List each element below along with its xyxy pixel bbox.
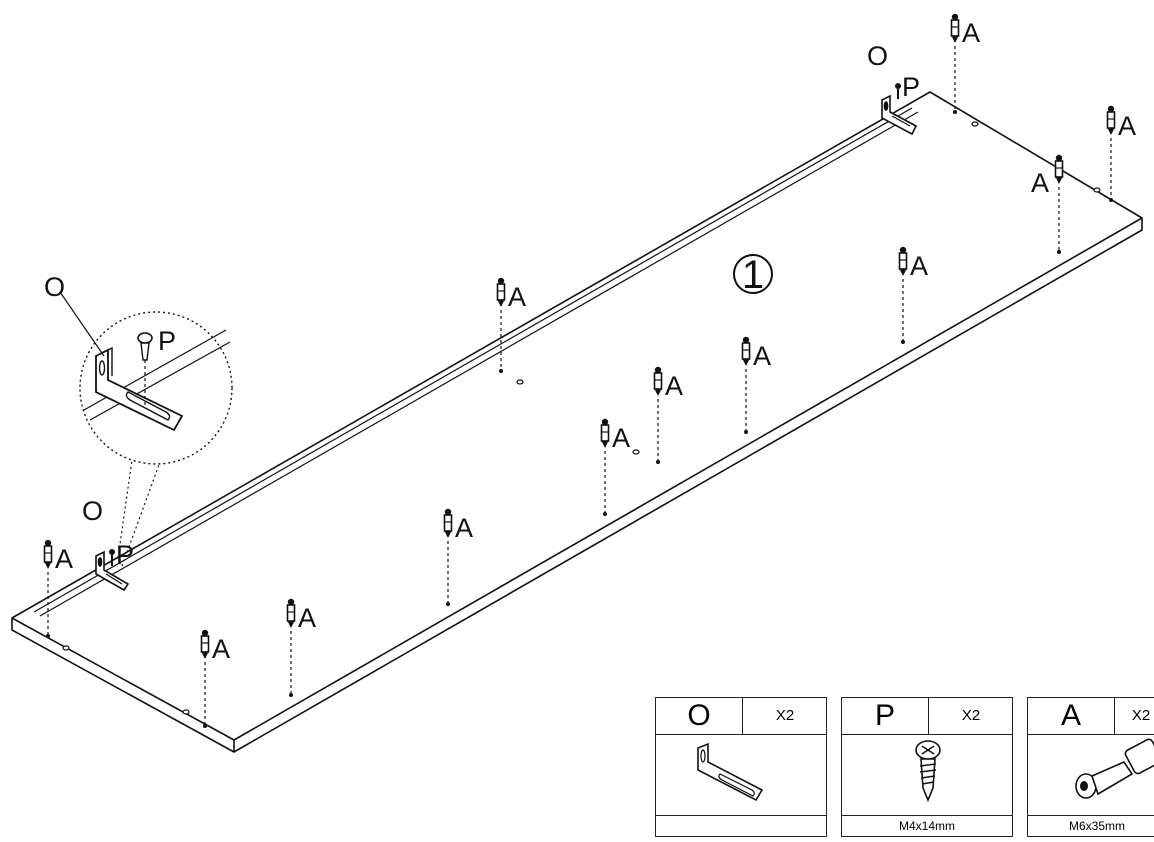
part-box-cam-bolt: A X2 M6x35mm — [1027, 697, 1154, 837]
cam-bolt-markers — [43, 13, 1116, 728]
part-box-bracket: O X2 — [655, 697, 827, 837]
panel — [11, 91, 1143, 753]
cam-bolt-1 — [43, 538, 53, 638]
cam-bolt-label: A — [508, 282, 526, 312]
cam-bolt-3 — [286, 597, 296, 697]
cam-bolt-7 — [653, 365, 663, 464]
part-size — [656, 815, 826, 836]
step-number: 1 — [733, 253, 773, 297]
cam-bolt-10 — [950, 13, 960, 114]
cam-bolt-label: A — [298, 603, 316, 633]
cam-bolt-label: A — [962, 18, 980, 48]
cam-bolt-label: A — [910, 251, 928, 281]
part-letter: A — [1028, 698, 1115, 734]
cam-bolt-label: A — [612, 423, 630, 453]
bracket-label: O — [82, 496, 103, 526]
cam-bolt-label: A — [665, 371, 683, 401]
cam-bolt-8 — [741, 335, 751, 434]
screw-marker — [109, 83, 901, 566]
part-size: M4x14mm — [842, 815, 1012, 836]
bracket-icon — [697, 742, 764, 802]
bracket-label: O — [867, 41, 888, 71]
part-quantity: X2 — [1131, 707, 1151, 724]
cam-bolt-label: A — [455, 513, 473, 543]
cam-bolt-labels: A A A A A A A A A A A A — [55, 18, 1136, 664]
cam-bolt-11 — [1054, 154, 1064, 254]
cam-bolt-icon — [1075, 738, 1154, 799]
cam-bolt-label: A — [212, 634, 230, 664]
screw-label: P — [116, 540, 134, 570]
cam-bolt-label: A — [753, 341, 771, 371]
cam-bolt-label: A — [1118, 111, 1136, 141]
bracket-label-detail: O — [44, 272, 65, 302]
cam-bolt-9 — [898, 246, 908, 344]
cam-bolt-6 — [600, 417, 610, 516]
part-letter: P — [842, 698, 929, 734]
bracket-back — [881, 94, 918, 136]
bracket-front — [95, 550, 130, 592]
cam-bolt-label: A — [1031, 168, 1049, 198]
detail-callout — [59, 291, 233, 567]
screw-icon — [915, 740, 941, 803]
step-number-text: 1 — [742, 253, 764, 297]
cam-bolt-4 — [443, 507, 453, 606]
cam-bolt-2 — [200, 628, 210, 728]
part-box-screw: P X2 M4x14mm — [841, 697, 1013, 837]
panel-holes — [62, 121, 1101, 715]
part-quantity: X2 — [775, 707, 795, 724]
part-quantity: X2 — [961, 707, 981, 724]
cam-bolt-12 — [1106, 105, 1116, 202]
cam-bolt-label: A — [55, 544, 73, 574]
part-letter: O — [656, 698, 743, 734]
screw-label-detail: P — [158, 326, 176, 356]
cam-bolt-5 — [496, 276, 506, 373]
part-size: M6x35mm — [1028, 815, 1154, 836]
screw-label: P — [902, 72, 920, 102]
